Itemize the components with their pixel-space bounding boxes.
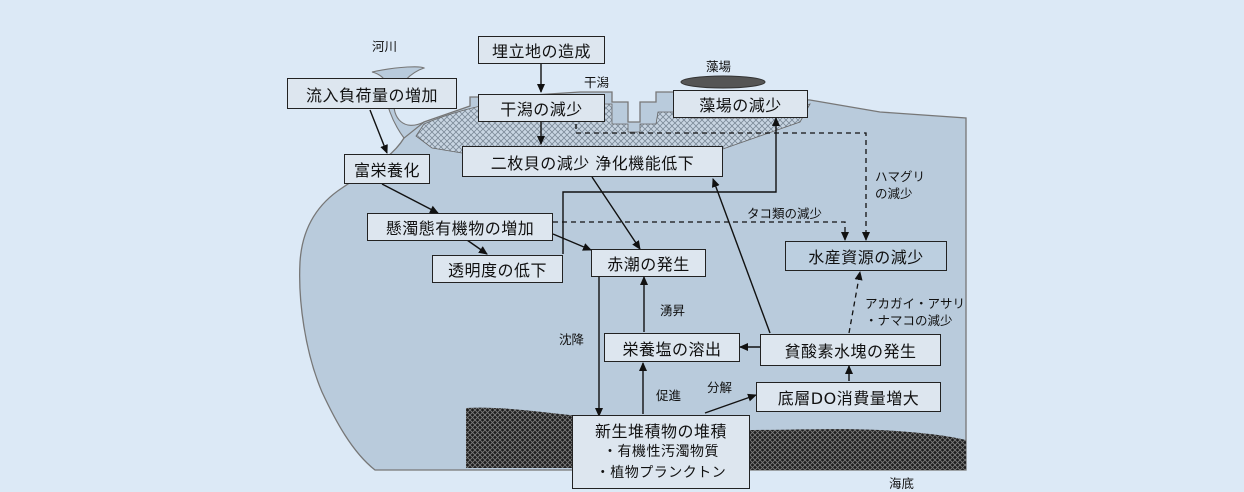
label-upwelling: 湧昇 bbox=[660, 303, 686, 318]
label-river: 河川 bbox=[372, 39, 398, 54]
label-shellfish-decrease: アカガイ・アサリ ・ナマコの減少 bbox=[865, 295, 965, 329]
label-decomposition: 分解 bbox=[707, 380, 733, 395]
label-clam-decrease: ハマグリ の減少 bbox=[875, 168, 925, 202]
box-do-consumption-increase: 底層DO消費量増大 bbox=[756, 382, 941, 412]
sediment-item-organic: ・有機性汚濁物質 bbox=[603, 443, 719, 460]
label-tidal-flat: 干潟 bbox=[584, 75, 610, 90]
label-clam-line1: ハマグリ bbox=[875, 169, 926, 184]
seabed-area bbox=[466, 407, 590, 468]
label-seabed: 海底 bbox=[889, 476, 915, 491]
box-eutrophication: 富栄養化 bbox=[344, 154, 430, 184]
dashed-suspended-to-fishery bbox=[553, 221, 849, 241]
arrow-hypoxic-to-bivalve bbox=[712, 178, 771, 334]
sediment-item-plankton: ・植物プランクトン bbox=[595, 464, 727, 481]
box-tidal-flat-decrease: 干潟の減少 bbox=[478, 94, 605, 122]
arrow-transparency-to-seagrass bbox=[562, 117, 780, 254]
label-promotion: 促進 bbox=[656, 388, 682, 403]
arrow-eutrophication-to-suspended bbox=[381, 183, 439, 214]
label-seagrass: 藻場 bbox=[706, 59, 732, 74]
label-shellfish-line1: アカガイ・アサリ bbox=[865, 296, 966, 311]
label-sedimentation: 沈降 bbox=[559, 332, 585, 347]
sea-area bbox=[299, 91, 967, 471]
arrow-inflow-to-eutrophication bbox=[369, 109, 388, 154]
label-octopus-decrease: タコ類の減少 bbox=[747, 206, 823, 221]
label-clam-line2: の減少 bbox=[875, 186, 913, 201]
box-nutrient-release: 栄養塩の溶出 bbox=[604, 333, 740, 362]
box-seagrass-decrease: 藻場の減少 bbox=[673, 90, 808, 118]
label-shellfish-line2: ・ナマコの減少 bbox=[865, 313, 953, 328]
arrow-suspended-to-redtide bbox=[552, 233, 592, 251]
box-new-sediment: 新生堆積物の堆積 ・有機性汚濁物質 ・植物プランクトン bbox=[572, 415, 750, 489]
box-bivalve-decrease: 二枚貝の減少 浄化機能低下 bbox=[462, 146, 723, 177]
box-fishery-resource-decrease: 水産資源の減少 bbox=[785, 241, 947, 271]
box-hypoxic-water: 貧酸素水塊の発生 bbox=[760, 334, 941, 366]
seabed-area-right bbox=[742, 429, 966, 470]
sediment-title: 新生堆積物の堆積 bbox=[594, 421, 727, 441]
box-red-tide: 赤潮の発生 bbox=[591, 249, 706, 277]
seagrass-patch bbox=[680, 75, 766, 89]
box-transparency-decrease: 透明度の低下 bbox=[432, 255, 563, 283]
box-suspended-organic-increase: 懸濁態有機物の増加 bbox=[367, 213, 553, 241]
dashed-tidal-to-fishery bbox=[575, 124, 870, 241]
box-reclamation: 埋立地の造成 bbox=[478, 36, 605, 64]
arrow-bivalve-to-redtide bbox=[591, 176, 641, 250]
box-inflow-load-increase: 流入負荷量の増加 bbox=[287, 78, 457, 109]
dashed-hypoxic-to-fishery bbox=[848, 271, 863, 334]
arrow-suspended-to-transparency bbox=[466, 239, 488, 255]
arrow-sediment-to-do bbox=[704, 393, 757, 414]
